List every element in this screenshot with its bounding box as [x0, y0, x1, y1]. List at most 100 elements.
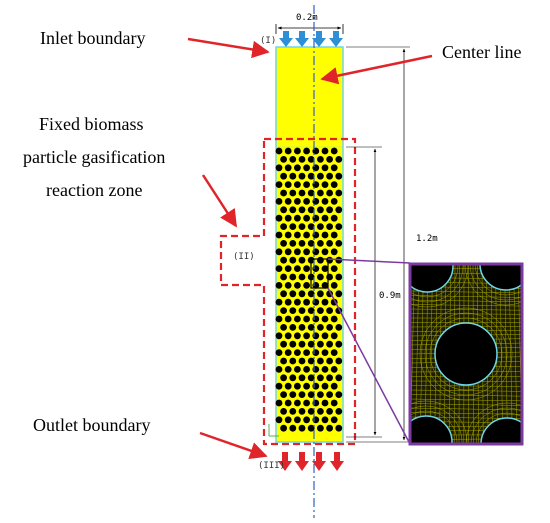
biomass-particle	[326, 391, 333, 398]
center-line-label: Center line	[442, 42, 521, 62]
biomass-particle	[284, 181, 292, 189]
reaction-zone-title-line3: reaction zone	[46, 180, 142, 200]
axis-glyph	[268, 424, 279, 437]
biomass-particle	[298, 391, 306, 398]
biomass-particle	[326, 374, 333, 382]
biomass-particle	[298, 156, 306, 163]
biomass-particle	[298, 357, 306, 365]
biomass-particle	[294, 282, 301, 289]
biomass-particle	[280, 273, 287, 281]
biomass-particle	[326, 172, 333, 180]
biomass-particle	[294, 298, 301, 306]
biomass-particle	[317, 290, 324, 298]
reaction-zone-outline	[219, 137, 357, 446]
biomass-particle	[330, 315, 338, 323]
biomass-particle	[280, 307, 287, 314]
biomass-particle	[307, 324, 315, 331]
biomass-particle	[317, 340, 324, 348]
outlet-zone-label: (III)	[258, 461, 285, 471]
biomass-particle	[326, 206, 333, 214]
biomass-particle	[303, 265, 310, 272]
biomass-particle	[330, 164, 338, 172]
biomass-particle	[298, 256, 306, 264]
width-dimension-label: 0.2m	[296, 13, 318, 23]
biomass-particle	[330, 147, 338, 155]
biomass-particle	[303, 164, 310, 172]
inlet-pointer-arrow	[187, 37, 270, 59]
biomass-particle	[289, 290, 297, 298]
outlet-arrow	[278, 452, 292, 471]
biomass-particle	[321, 382, 329, 390]
zoomed-particle	[479, 264, 522, 291]
biomass-particle	[289, 156, 297, 163]
biomass-particle	[289, 273, 297, 281]
biomass-particle	[317, 223, 324, 231]
biomass-particle	[317, 206, 324, 214]
biomass-particle	[307, 340, 315, 348]
biomass-particle	[335, 391, 343, 398]
biomass-particle	[289, 391, 297, 398]
biomass-particle	[317, 156, 324, 163]
biomass-particle	[303, 315, 310, 323]
inlet-flow-arrows	[279, 31, 343, 47]
biomass-particle	[335, 273, 343, 281]
biomass-particle	[284, 198, 292, 205]
biomass-particle	[284, 248, 292, 256]
biomass-particle	[321, 198, 329, 205]
biomass-particle	[303, 198, 310, 205]
biomass-particle	[284, 332, 292, 340]
biomass-particle	[321, 332, 329, 340]
biomass-particle	[289, 424, 297, 432]
biomass-particle	[275, 181, 283, 189]
biomass-particle	[335, 206, 343, 214]
biomass-particle	[307, 424, 315, 432]
total-height-dimension: 1.2m	[346, 46, 438, 443]
biomass-particle	[326, 223, 333, 231]
biomass-particle	[307, 357, 315, 365]
biomass-particle	[321, 366, 329, 373]
biomass-particle	[335, 189, 343, 197]
zoom-connector-bottom	[327, 287, 411, 445]
biomass-particle	[289, 189, 297, 197]
biomass-particle	[275, 147, 283, 155]
biomass-particle	[317, 324, 324, 331]
biomass-particle	[326, 156, 333, 163]
biomass-particle	[330, 382, 338, 390]
biomass-particle	[317, 172, 324, 180]
biomass-particle	[289, 408, 297, 415]
biomass-particle	[280, 408, 287, 415]
biomass-particle	[303, 399, 310, 407]
bed-height-label: 0.9m	[379, 291, 401, 301]
biomass-particle	[307, 290, 315, 298]
total-height-label: 1.2m	[416, 234, 438, 244]
reaction-zone-label: (II)	[233, 252, 255, 262]
biomass-particle	[321, 298, 329, 306]
width-dimension: 0.2m	[275, 13, 344, 34]
biomass-particle	[298, 223, 306, 231]
biomass-particle	[275, 382, 283, 390]
biomass-particle	[335, 357, 343, 365]
biomass-particle	[330, 332, 338, 340]
biomass-particle	[326, 273, 333, 281]
inlet-arrow	[312, 31, 326, 47]
biomass-particle	[326, 324, 333, 331]
biomass-particle	[335, 374, 343, 382]
biomass-particle	[294, 315, 301, 323]
biomass-particle	[317, 391, 324, 398]
biomass-particle	[294, 231, 301, 239]
outlet-pointer-arrow	[199, 431, 268, 460]
biomass-particle	[289, 256, 297, 264]
biomass-particle	[284, 265, 292, 272]
biomass-particle	[284, 231, 292, 239]
biomass-particle	[317, 273, 324, 281]
zoomed-particle	[410, 415, 453, 444]
biomass-particle	[289, 172, 297, 180]
biomass-particle	[326, 357, 333, 365]
biomass-particle	[330, 248, 338, 256]
biomass-particle	[275, 231, 283, 239]
biomass-particle	[335, 290, 343, 298]
biomass-particle-array	[275, 147, 343, 432]
biomass-particle	[321, 416, 329, 424]
biomass-particle	[317, 408, 324, 415]
biomass-particle	[335, 223, 343, 231]
